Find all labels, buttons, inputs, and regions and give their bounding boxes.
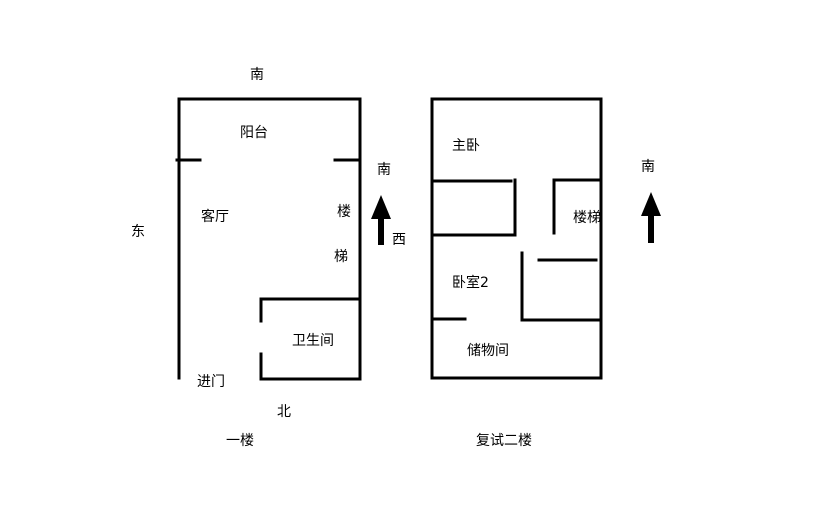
floor1-label-balcony: 阳台: [240, 125, 268, 141]
floor1-direction-south: 南: [250, 67, 264, 83]
floor1-plan: 阳台 客厅 楼 梯 卫生间 进门 南 北 东 西 南 一楼: [131, 67, 406, 449]
floor1-label-stairs-top: 楼: [337, 204, 351, 220]
floor1-caption: 一楼: [226, 433, 254, 449]
floor2-caption: 复试二楼: [476, 432, 532, 449]
floor2-label-master-bedroom: 主卧: [452, 138, 480, 154]
floor1-compass-arrow-icon: [371, 195, 391, 245]
floor1-direction-west: 西: [392, 232, 406, 248]
floor1-label-entrance: 进门: [197, 374, 225, 390]
floor2-arrow-label: 南: [641, 159, 655, 175]
floor2-label-stairs: 楼梯: [573, 210, 601, 226]
floor1-arrow-label: 南: [377, 162, 391, 178]
floor1-label-bathroom: 卫生间: [292, 333, 334, 349]
floor2-label-bedroom2: 卧室2: [452, 274, 489, 291]
floor1-direction-north: 北: [277, 404, 291, 420]
floor1-label-living-room: 客厅: [201, 208, 229, 225]
floor1-label-stairs-bottom: 梯: [334, 249, 348, 265]
floor2-compass-arrow-icon: [641, 192, 661, 243]
floor2-plan: 主卧 楼梯 卧室2 储物间 南 复试二楼: [430, 97, 661, 449]
floor2-label-storage: 储物间: [467, 343, 509, 359]
floor1-direction-east: 东: [131, 224, 145, 240]
